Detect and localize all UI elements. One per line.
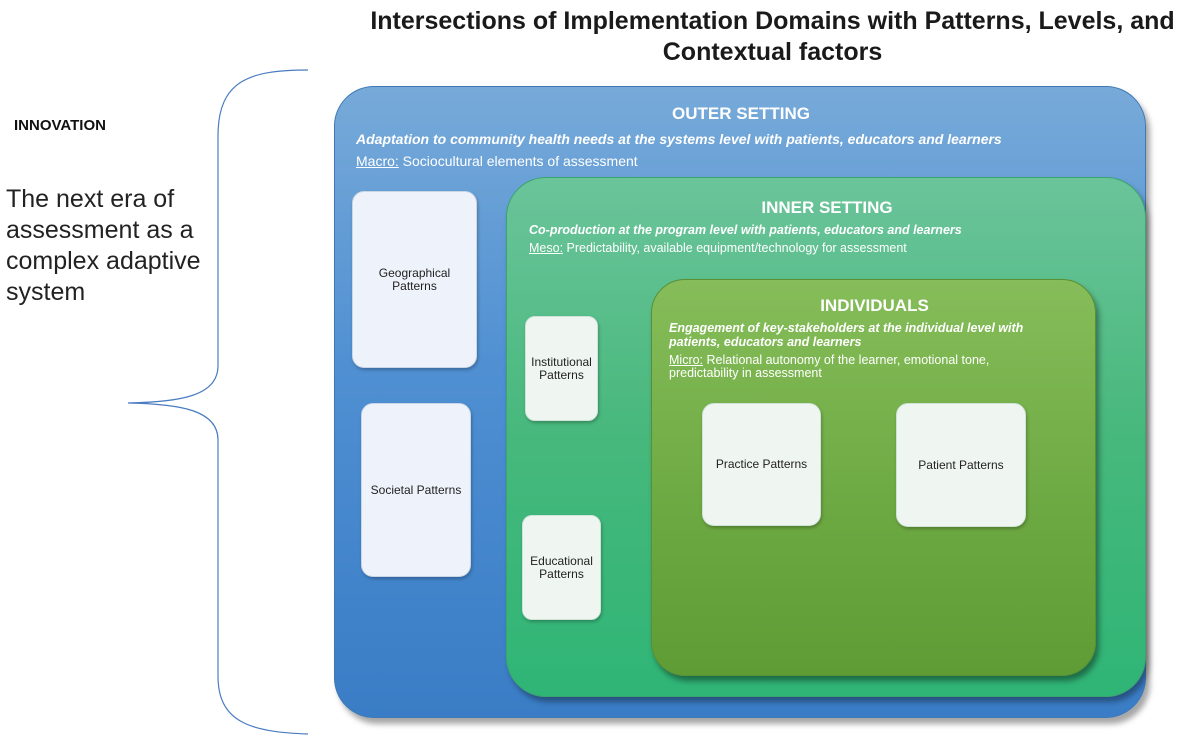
- inner-setting-title: INNER SETTING: [761, 198, 893, 217]
- educational-patterns-card: Educational Patterns: [522, 515, 601, 620]
- practice-patterns-label: Practice Patterns: [715, 457, 808, 471]
- institutional-patterns-label: Institutional Patterns: [531, 354, 592, 382]
- practice-patterns-card: Practice Patterns: [702, 403, 821, 526]
- outer-setting-level: Macro: Sociocultural elements of assessm…: [356, 153, 1116, 169]
- micro-label: Micro:: [669, 353, 704, 367]
- meso-label: Meso:: [529, 241, 564, 255]
- geographical-patterns-label: Geographical Patterns: [378, 265, 451, 293]
- diagram-title: Intersections of Implementation Domains …: [370, 7, 1175, 66]
- era-description: The next era of assessment as a complex …: [6, 185, 201, 306]
- individuals-title: INDIVIDUALS: [820, 296, 929, 315]
- inner-setting-level: Meso: Predictability, available equipmen…: [529, 241, 1129, 255]
- patient-patterns-label: Patient Patterns: [918, 457, 1004, 472]
- curly-brace: [127, 69, 309, 735]
- innovation-label: INNOVATION: [14, 117, 106, 134]
- societal-patterns-card: Societal Patterns: [361, 403, 471, 577]
- patient-patterns-card: Patient Patterns: [896, 403, 1026, 527]
- individuals-level: Micro: Relational autonomy of the learne…: [669, 354, 1059, 380]
- educational-patterns-label: Educational Patterns: [530, 553, 593, 581]
- institutional-patterns-card: Institutional Patterns: [525, 316, 598, 421]
- outer-setting-subtitle: Adaptation to community health needs at …: [356, 131, 1002, 147]
- micro-text: Relational autonomy of the learner, emot…: [669, 353, 990, 380]
- societal-patterns-label: Societal Patterns: [370, 482, 462, 497]
- individuals-subtitle: Engagement of key-stakeholders at the in…: [669, 321, 1024, 349]
- meso-text: Predictability, available equipment/tech…: [563, 241, 907, 255]
- inner-setting-subtitle: Co-production at the program level with …: [529, 223, 962, 237]
- geographical-patterns-card: Geographical Patterns: [352, 191, 477, 368]
- macro-text: Sociocultural elements of assessment: [398, 153, 638, 169]
- outer-setting-title: OUTER SETTING: [672, 104, 810, 123]
- macro-label: Macro:: [356, 153, 399, 169]
